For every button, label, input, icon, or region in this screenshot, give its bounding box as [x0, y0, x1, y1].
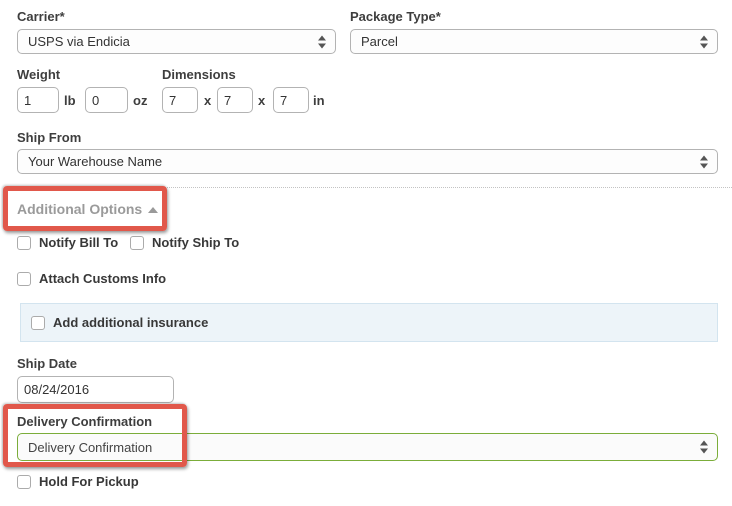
carrier-select-value: USPS via Endicia [28, 34, 130, 49]
attach-customs-info-option[interactable]: Attach Customs Info [17, 271, 166, 286]
attach-customs-info-checkbox[interactable] [17, 271, 31, 286]
carrier-label: Carrier* [17, 9, 65, 24]
notify-bill-to-checkbox[interactable] [17, 235, 31, 250]
select-stepper-icon [700, 35, 708, 48]
notify-ship-to-option[interactable]: Notify Ship To [130, 235, 239, 250]
weight-oz-unit: oz [133, 92, 148, 108]
notify-ship-to-checkbox[interactable] [130, 235, 144, 250]
ship-from-select-value: Your Warehouse Name [28, 154, 163, 169]
ship-from-select[interactable]: Your Warehouse Name [17, 149, 718, 174]
hold-for-pickup-option[interactable]: Hold For Pickup [17, 474, 139, 489]
package-type-select[interactable]: Parcel [350, 29, 718, 54]
package-type-select-value: Parcel [361, 34, 398, 49]
carrier-select[interactable]: USPS via Endicia [17, 29, 336, 54]
insurance-banner: Add additional insurance [20, 303, 718, 342]
dimension-width-input[interactable] [217, 87, 253, 113]
additional-options-toggle[interactable]: Additional Options [17, 201, 159, 217]
dimension-unit: in [313, 92, 325, 108]
select-stepper-icon [700, 440, 708, 454]
arrow-down-icon [700, 43, 708, 48]
package-type-label: Package Type* [350, 9, 441, 24]
arrow-down-icon [700, 163, 708, 168]
ship-date-label: Ship Date [17, 356, 77, 371]
arrow-up-icon [700, 440, 708, 446]
add-insurance-checkbox[interactable] [31, 315, 45, 330]
weight-label: Weight [17, 67, 61, 82]
notify-bill-to-label: Notify Bill To [39, 235, 119, 250]
ship-from-label: Ship From [17, 130, 82, 145]
delivery-confirmation-label: Delivery Confirmation [17, 414, 153, 429]
add-insurance-option[interactable]: Add additional insurance [31, 315, 208, 330]
select-stepper-icon [700, 155, 708, 168]
arrow-down-icon [318, 43, 326, 48]
arrow-down-icon [700, 448, 708, 454]
ship-date-input[interactable] [17, 376, 174, 403]
notify-bill-to-option[interactable]: Notify Bill To [17, 235, 118, 250]
arrow-up-icon [318, 35, 326, 40]
additional-options-label: Additional Options [17, 201, 143, 217]
hold-for-pickup-checkbox[interactable] [17, 474, 31, 489]
dimension-height-input[interactable] [273, 87, 309, 113]
weight-lb-input[interactable] [17, 87, 59, 113]
section-divider [6, 187, 732, 188]
dimension-separator: x [258, 92, 266, 108]
collapse-caret-icon [148, 206, 159, 213]
select-stepper-icon [318, 35, 326, 48]
weight-oz-input[interactable] [85, 87, 128, 113]
delivery-confirmation-select-value: Delivery Confirmation [28, 439, 153, 455]
notify-ship-to-label: Notify Ship To [152, 235, 240, 250]
weight-lb-unit: lb [64, 92, 76, 108]
dimension-separator: x [204, 92, 212, 108]
delivery-confirmation-select[interactable]: Delivery Confirmation [17, 433, 718, 461]
hold-for-pickup-label: Hold For Pickup [39, 474, 139, 489]
dimensions-label: Dimensions [162, 67, 236, 82]
arrow-up-icon [700, 155, 708, 160]
arrow-up-icon [700, 35, 708, 40]
dimension-length-input[interactable] [162, 87, 198, 113]
attach-customs-info-label: Attach Customs Info [39, 271, 167, 286]
add-insurance-label: Add additional insurance [53, 315, 209, 330]
